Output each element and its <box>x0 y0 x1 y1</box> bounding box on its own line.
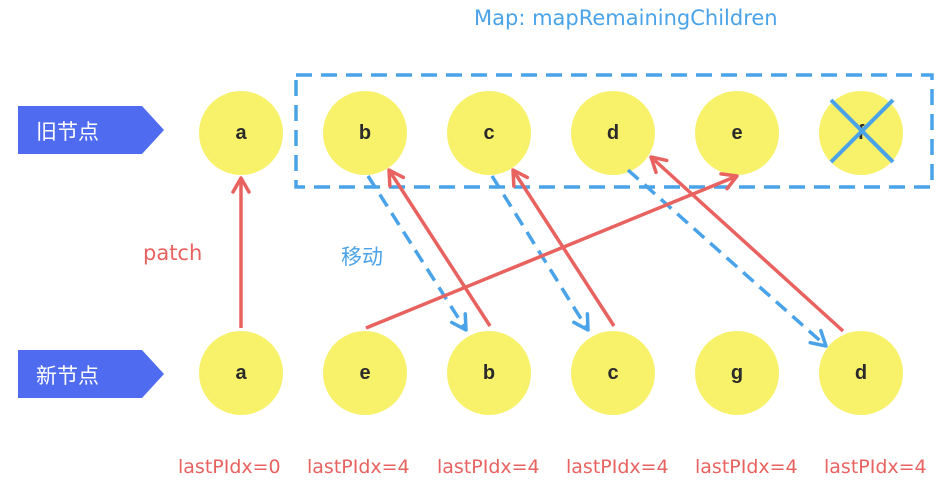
patch-arrow-c <box>511 168 616 327</box>
old-nodes-tag: 旧节点 <box>18 106 164 154</box>
move-arrow-c <box>490 175 590 332</box>
map-container-box <box>294 73 934 189</box>
old-node-d: d <box>571 91 655 175</box>
map-label: Map: mapRemainingChildren <box>474 6 778 30</box>
patch-label: patch <box>143 241 203 265</box>
last-placed-index-label: lastPIdx=4 <box>695 456 798 478</box>
move-arrow-d <box>626 168 828 348</box>
new-node-c: c <box>571 331 655 415</box>
patch-arrow-d <box>649 155 845 333</box>
move-arrow-b <box>366 175 468 332</box>
new-node-b: b <box>447 331 531 415</box>
last-placed-index-label: lastPIdx=4 <box>566 456 669 478</box>
new-node-g: g <box>695 331 779 415</box>
new-nodes-label: 新节点 <box>36 364 99 388</box>
tag-arrow-shape <box>18 350 164 398</box>
patch-arrow-e <box>365 172 739 330</box>
delete-cross-line <box>829 98 895 164</box>
old-node-c: c <box>447 91 531 175</box>
old-node-b: b <box>323 91 407 175</box>
old-node-a: a <box>199 91 283 175</box>
old-nodes-label: 旧节点 <box>36 120 99 144</box>
new-node-a: a <box>199 331 283 415</box>
move-label: 移动 <box>341 245 383 269</box>
last-placed-index-label: lastPIdx=4 <box>824 456 927 478</box>
patch-arrow-b <box>387 168 492 327</box>
last-placed-index-label: lastPIdx=0 <box>178 456 281 478</box>
new-nodes-tag: 新节点 <box>18 350 164 398</box>
new-node-e: e <box>323 331 407 415</box>
last-placed-index-label: lastPIdx=4 <box>307 456 410 478</box>
old-node-e: e <box>695 91 779 175</box>
tag-arrow-shape <box>18 106 164 154</box>
new-node-d: d <box>819 331 903 415</box>
last-placed-index-label: lastPIdx=4 <box>437 456 540 478</box>
